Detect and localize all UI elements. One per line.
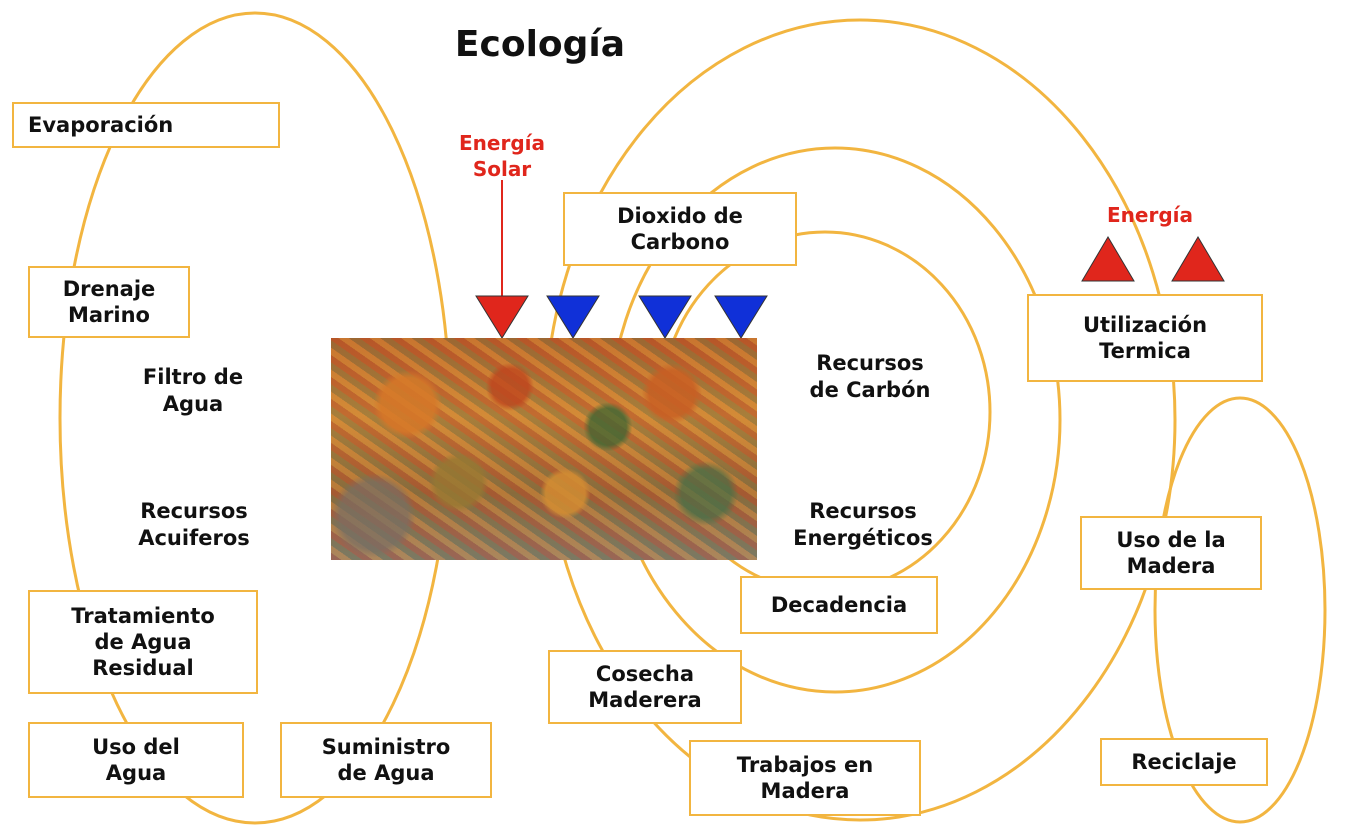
box-reciclaje: Reciclaje [1100, 738, 1268, 786]
box-uso-agua: Uso del Agua [28, 722, 244, 798]
energy-output-triangle [1171, 236, 1225, 282]
blue-input-triangle [546, 295, 600, 339]
diagram-title: Ecología [454, 24, 626, 65]
label-recursos-energeticos: Recursos Energéticos [793, 499, 933, 551]
energy-output-triangle [1081, 236, 1135, 282]
blue-input-triangle [714, 295, 768, 339]
solar-energy-label: Energía Solar [459, 131, 545, 181]
box-evaporacion: Evaporación [12, 102, 280, 148]
label-recursos-carbon: Recursos de Carbón [809, 351, 931, 403]
box-trabajos-madera: Trabajos en Madera [689, 740, 921, 816]
box-cosecha-maderera: Cosecha Maderera [548, 650, 742, 724]
box-uso-madera: Uso de la Madera [1080, 516, 1262, 590]
energy-output-label: Energía [1107, 203, 1193, 227]
box-tratamiento-agua: Tratamiento de Agua Residual [28, 590, 258, 694]
autumn-forest-photo [331, 338, 757, 560]
recycling-loop [1153, 396, 1327, 824]
box-suministro-agua: Suministro de Agua [280, 722, 492, 798]
box-decadencia: Decadencia [740, 576, 938, 634]
solar-input-triangle [475, 295, 529, 339]
box-dioxido-carbono: Dioxido de Carbono [563, 192, 797, 266]
box-drenaje-marino: Drenaje Marino [28, 266, 190, 338]
blue-input-triangle [638, 295, 692, 339]
label-filtro-agua: Filtro de Agua [142, 365, 244, 417]
box-utilizacion-termica: Utilización Termica [1027, 294, 1263, 382]
label-recursos-acuiferos: Recursos Acuiferos [138, 499, 250, 551]
